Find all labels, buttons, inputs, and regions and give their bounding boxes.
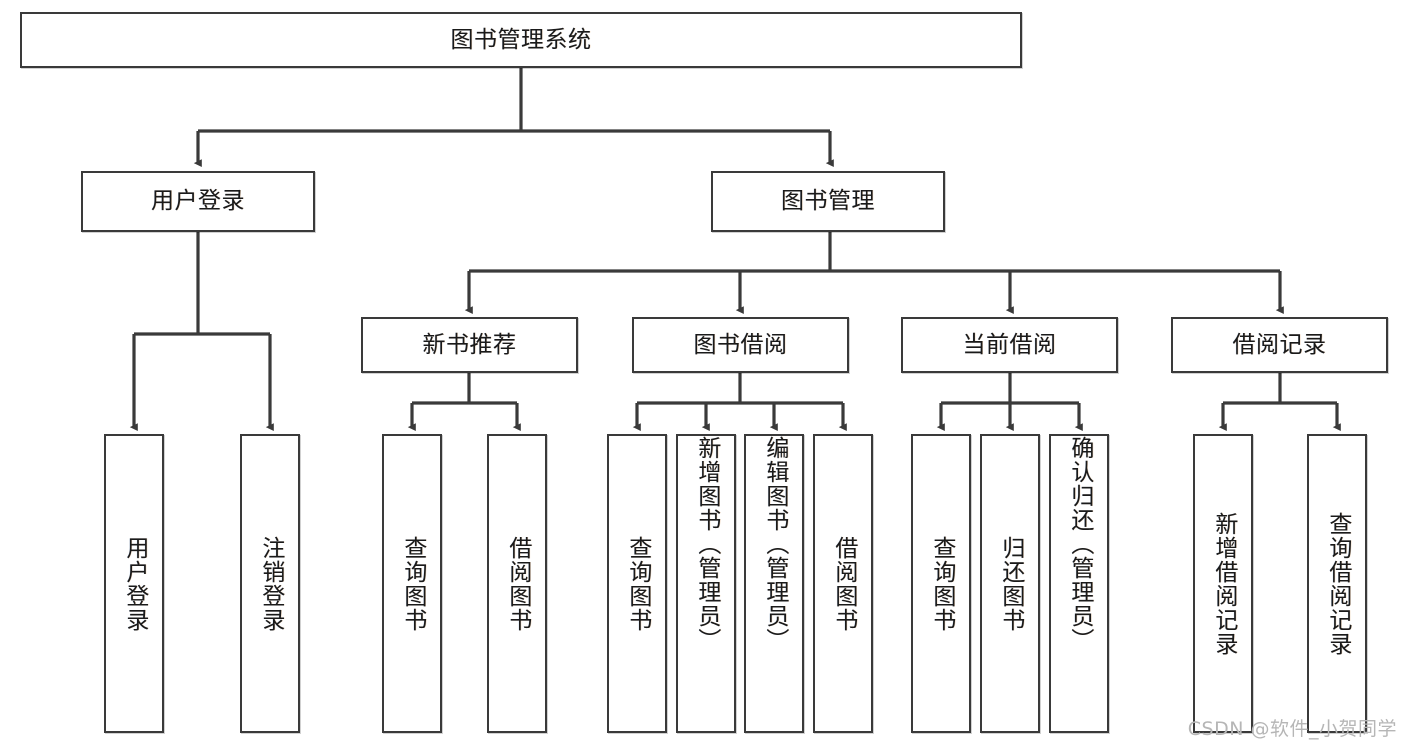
node-label: 确认归还（管理员）: [1066, 436, 1093, 652]
node-label: 借阅图书: [830, 535, 857, 632]
leaf-user-login[interactable]: 用户登录: [104, 434, 164, 733]
watermark-text: CSDN @软件_小贺同学: [1187, 718, 1397, 740]
leaf-add-borrow-record[interactable]: 新增借阅记录: [1193, 434, 1253, 733]
node-label: 新书推荐: [422, 331, 517, 358]
node-book-management[interactable]: 图书管理: [711, 171, 945, 232]
node-label: 图书借阅: [693, 331, 788, 358]
node-current-borrow[interactable]: 当前借阅: [901, 317, 1118, 373]
node-label: 注销登录: [257, 535, 284, 632]
node-user-login[interactable]: 用户登录: [81, 171, 315, 232]
node-label: 图书管理: [781, 188, 875, 215]
leaf-borrow-book[interactable]: 借阅图书: [813, 434, 873, 733]
node-label: 借阅记录: [1232, 331, 1327, 358]
node-label: 用户登录: [121, 535, 148, 632]
leaf-confirm-return-admin[interactable]: 确认归还（管理员）: [1049, 434, 1109, 733]
leaf-query-book-recommend[interactable]: 查询图书: [382, 434, 442, 733]
node-borrow-records[interactable]: 借阅记录: [1171, 317, 1388, 373]
node-label: 查询图书: [928, 535, 955, 632]
leaf-edit-book-admin[interactable]: 编辑图书（管理员）: [744, 434, 804, 733]
node-new-book-recommend[interactable]: 新书推荐: [361, 317, 578, 373]
node-label: 查询图书: [399, 535, 426, 632]
leaf-return-book[interactable]: 归还图书: [980, 434, 1040, 733]
node-root-system[interactable]: 图书管理系统: [20, 12, 1022, 68]
leaf-query-book-borrow[interactable]: 查询图书: [607, 434, 667, 733]
leaf-query-borrow-record[interactable]: 查询借阅记录: [1307, 434, 1367, 733]
node-label: 借阅图书: [504, 535, 531, 632]
node-label: 查询借阅记录: [1324, 511, 1351, 656]
node-label: 新增图书（管理员）: [693, 436, 720, 652]
leaf-borrow-book-recommend[interactable]: 借阅图书: [487, 434, 547, 733]
leaf-logout[interactable]: 注销登录: [240, 434, 300, 733]
node-label: 归还图书: [997, 535, 1024, 632]
node-label: 查询图书: [624, 535, 651, 632]
leaf-add-book-admin[interactable]: 新增图书（管理员）: [676, 434, 736, 733]
node-label: 编辑图书（管理员）: [761, 436, 788, 652]
leaf-query-book-current[interactable]: 查询图书: [911, 434, 971, 733]
node-label: 新增借阅记录: [1210, 511, 1237, 656]
node-label: 图书管理系统: [450, 26, 592, 53]
node-label: 用户登录: [151, 188, 245, 215]
node-label: 当前借阅: [962, 331, 1057, 358]
node-book-borrow[interactable]: 图书借阅: [632, 317, 849, 373]
